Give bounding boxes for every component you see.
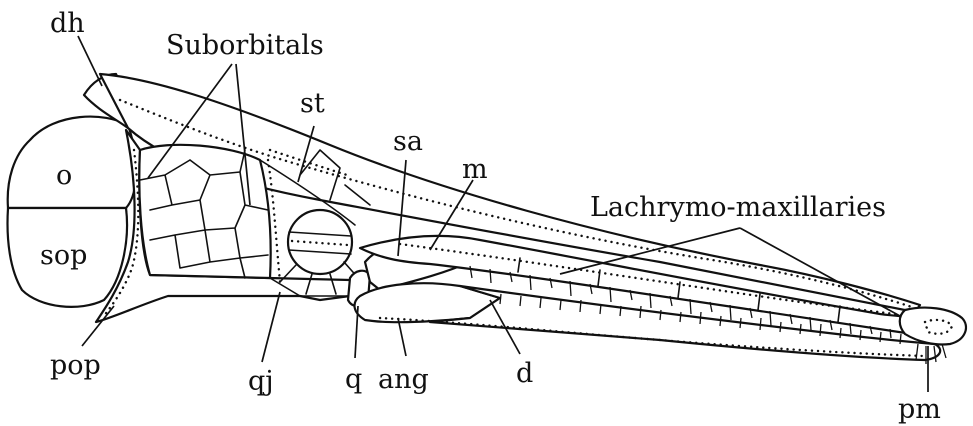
d-leader <box>489 299 521 355</box>
label-q: q <box>345 364 362 395</box>
label-pop: pop <box>50 350 101 381</box>
label-ang: ang <box>378 364 429 395</box>
label-o: o <box>56 160 72 191</box>
q-leader <box>354 305 359 359</box>
maxilla-canal <box>398 242 932 320</box>
pop-leader <box>81 305 115 347</box>
subopercle-bone <box>6 206 129 308</box>
infraorbital-canal <box>266 158 282 284</box>
leader-lines <box>77 35 929 392</box>
st-leader <box>297 125 315 183</box>
preopercle-sensory-canal <box>102 148 140 318</box>
quadratojugal-bone <box>269 277 351 297</box>
labels: dh Suborbitals st sa m Lachrymo-maxillar… <box>40 8 941 425</box>
upper-teeth <box>469 265 892 339</box>
label-suborbitals: Suborbitals <box>166 30 324 61</box>
qj-leader <box>261 291 281 363</box>
sa-leader <box>397 159 407 257</box>
label-pm: pm <box>898 394 941 425</box>
premaxilla-teeth <box>915 343 947 364</box>
premaxilla-stipple <box>923 318 954 335</box>
dh-leader <box>77 35 103 87</box>
lachrymo-leader-1 <box>559 227 741 275</box>
suborbital-sutures <box>139 149 269 279</box>
sclerotic-ring <box>279 208 361 295</box>
premaxilla-bone <box>898 306 968 346</box>
lachrymo-leader-2 <box>739 227 901 317</box>
label-sa: sa <box>393 126 423 157</box>
label-qj: qj <box>248 366 274 397</box>
suborbital-region-outline <box>138 143 272 280</box>
opercular-series <box>6 115 138 308</box>
label-lachrymo-maxillaries: Lachrymo-maxillaries <box>590 192 886 223</box>
label-sop: sop <box>40 240 87 271</box>
lachrymo-maxillary-sutures <box>517 257 841 323</box>
label-m: m <box>462 154 488 185</box>
ang-leader <box>397 317 407 357</box>
skull-roof-canal <box>118 98 917 310</box>
label-st: st <box>300 88 325 119</box>
suborbitals-leader-1 <box>147 63 233 179</box>
eye-radial-plates <box>279 261 361 295</box>
label-dh: dh <box>50 8 85 39</box>
eye-band <box>288 231 352 255</box>
suborbital-plates <box>138 143 282 284</box>
suborbitals-leader-2 <box>235 63 251 206</box>
dentary-bone <box>428 284 942 362</box>
dentary-canal <box>378 316 927 358</box>
label-d: d <box>516 358 533 389</box>
eye-outline <box>286 208 354 276</box>
lower-teeth <box>499 293 902 345</box>
m-leader <box>429 179 474 251</box>
